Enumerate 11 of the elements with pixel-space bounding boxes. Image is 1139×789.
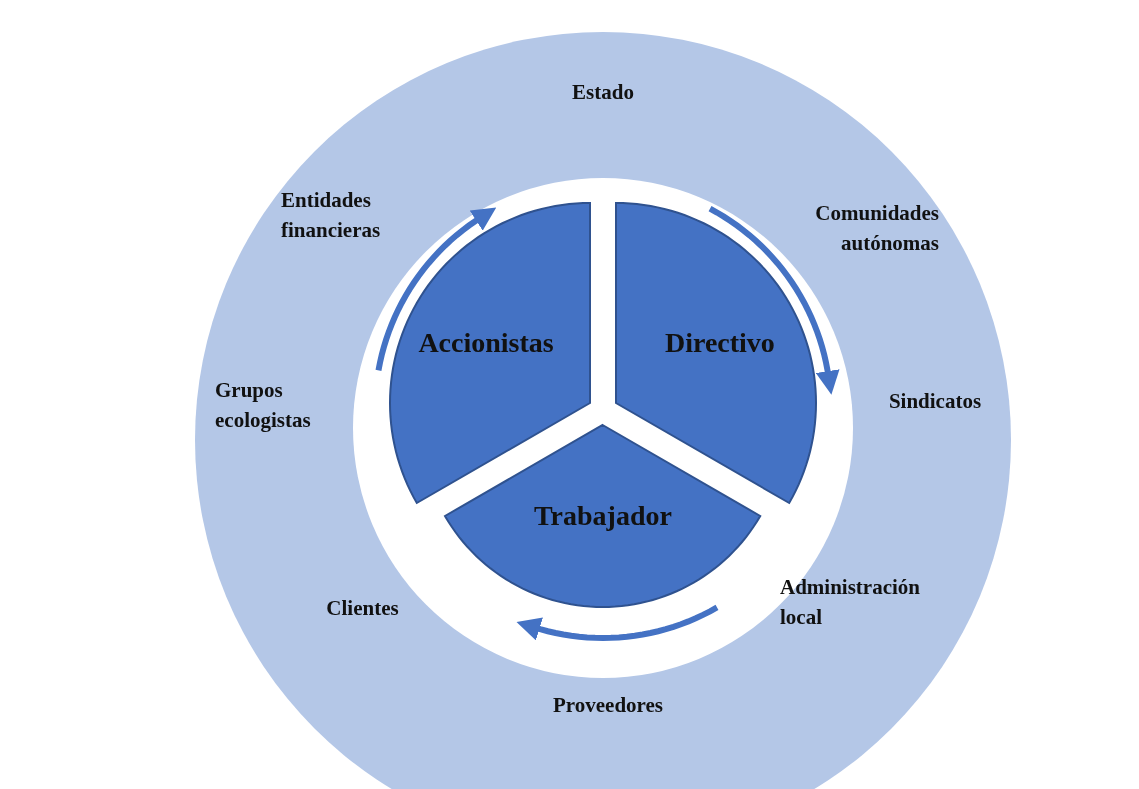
stakeholder-label: Administración local [780,574,921,631]
sector-label: Directivo [664,326,775,359]
stakeholder-label: Comunidades autónomas [814,200,939,257]
stakeholder-label: Entidades financieras [281,187,382,244]
stakeholder-label: Estado [571,79,635,106]
sector-label: Accionistas [418,326,554,359]
stakeholder-label: Sindicatos [887,388,983,415]
sector-label: Trabajador [534,500,672,533]
stakeholder-label: Grupos ecologistas [215,377,312,434]
stakeholder-label: Proveedores [552,692,664,719]
stakeholder-label: Clientes [325,595,400,622]
